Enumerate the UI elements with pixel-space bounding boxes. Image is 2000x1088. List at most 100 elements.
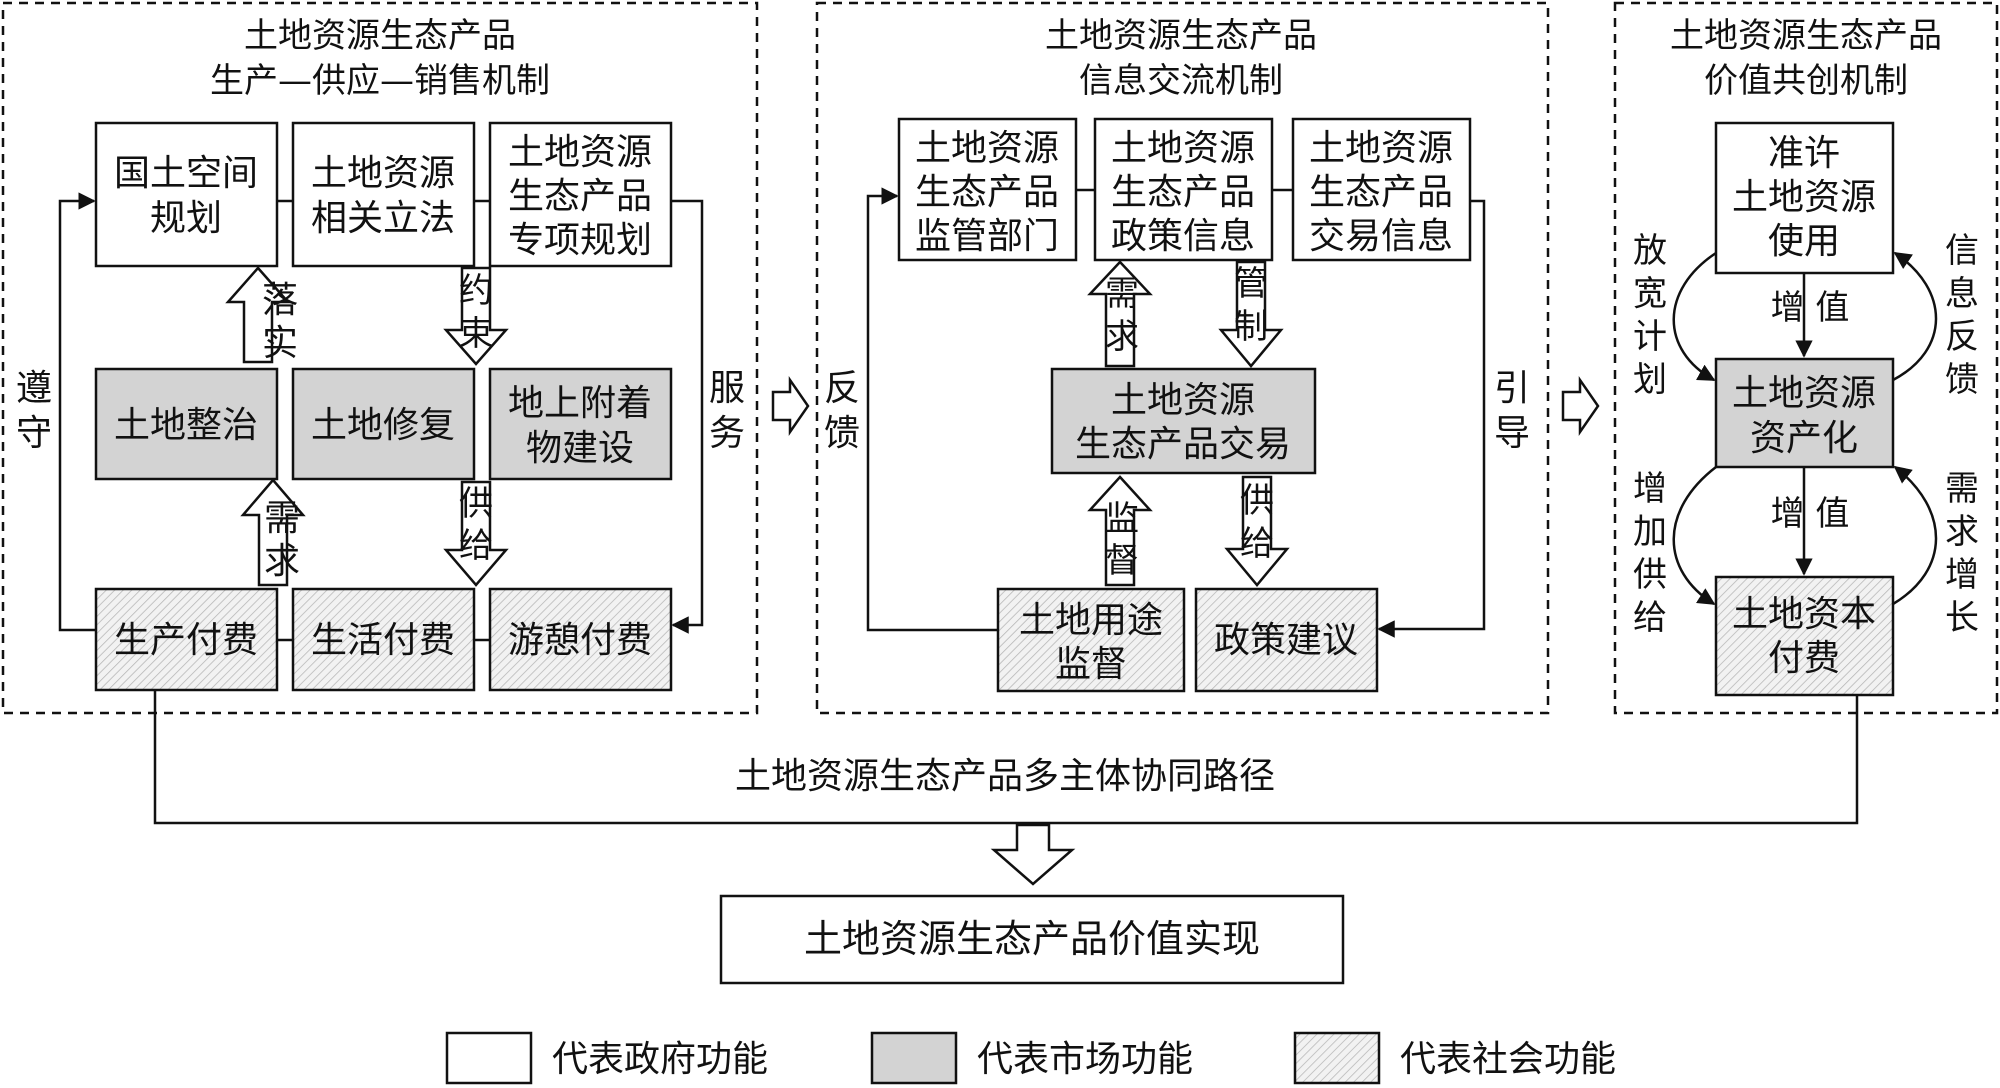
social-box-recreation-payment: 游憩付费: [488, 587, 673, 692]
legend-label: 代表社会功能: [1400, 1039, 1616, 1080]
increase-supply-label-char: 供: [1633, 555, 1667, 595]
box-line: 土地资源: [915, 128, 1059, 169]
value-panel-border: [1613, 1, 1999, 715]
box-line: 生态产品: [1111, 172, 1255, 213]
value-panel-title-line1: 土地资源生态产品: [1670, 16, 1942, 56]
box-line: 生态产品: [508, 176, 652, 217]
info-feedback-label-char: 息: [1945, 274, 1979, 314]
constrain-label-char: 束: [459, 314, 493, 354]
box-line: 物建设: [526, 428, 634, 469]
serve-label-char: 服: [709, 368, 745, 409]
info-box-policy-suggestion: 政策建议: [1194, 587, 1379, 693]
box-line: 土地资源: [508, 132, 652, 173]
relax-plan-label-char: 宽: [1633, 274, 1667, 314]
demand-growth-label-char: 求: [1945, 512, 1979, 552]
box-line: 游憩付费: [508, 620, 652, 661]
market-box-land-restoration: 土地修复: [291, 367, 476, 481]
legend-swatch-white: [445, 1031, 533, 1085]
regulate-hollow-arrow: [1218, 260, 1284, 368]
regulate-label-char: 管: [1234, 264, 1268, 304]
legend-label: 代表市场功能: [977, 1039, 1193, 1080]
supervise-hollow-arrow: [1087, 475, 1153, 587]
box-line: 土地资源: [1732, 177, 1876, 218]
panel-transition-arrow-1: [771, 375, 810, 437]
production-panel-title-line1: 土地资源生态产品: [244, 16, 516, 56]
feedback-label-char: 反: [824, 368, 860, 409]
value-box-capital-payment: 土地资本 付费: [1714, 575, 1895, 697]
constrain-hollow-arrow: [443, 266, 509, 366]
information-mechanism-panel: 土地资源生态产品 信息交流机制 土地资源 生态产品 监管部门 土地资源 生态产品…: [815, 1, 1550, 715]
demand-hollow-arrow: [1087, 260, 1153, 368]
feedback-arrow: [866, 187, 998, 632]
gov-box-legislation: 土地资源 相关立法: [291, 121, 476, 268]
legend-item-government: 代表政府功能: [445, 1031, 768, 1085]
supply-label-char: 给: [459, 526, 493, 566]
info-box-trading-info: 土地资源 生态产品 交易信息: [1291, 117, 1472, 262]
box-line: 监管部门: [915, 216, 1059, 257]
info-box-policy: 土地资源 生态产品 政策信息: [1093, 117, 1274, 262]
collaborative-path-bracket: [153, 690, 1859, 825]
increase-supply-label-char: 增: [1633, 469, 1667, 509]
legend-label: 代表政府功能: [552, 1039, 768, 1080]
box-line: 专项规划: [508, 220, 652, 261]
regulate-label-char: 制: [1234, 307, 1268, 347]
demand-label-char: 需: [1105, 274, 1139, 314]
info-box-regulator: 土地资源 生态产品 监管部门: [897, 117, 1078, 262]
information-panel-title-line2: 信息交流机制: [1079, 61, 1283, 101]
box-line: 土地资源: [1111, 380, 1255, 421]
demand-growth-label-char: 增: [1945, 555, 1979, 595]
supervise-label-char: 督: [1105, 541, 1139, 581]
supply-label-char: 给: [1240, 524, 1274, 564]
info-feedback-label-char: 馈: [1945, 360, 1979, 400]
value-mechanism-panel: 土地资源生态产品 价值共创机制 准许 土地资源 使用 土地资源 资产化 土地资本…: [1613, 1, 1999, 715]
value-box-permit-use: 准许 土地资源 使用: [1714, 121, 1895, 275]
box-line: 地上附着: [508, 383, 652, 424]
info-feedback-label-char: 反: [1945, 317, 1979, 357]
market-box-land-consolidation: 土地整治: [94, 367, 279, 481]
box-line: 生态产品交易: [1075, 424, 1291, 465]
appreciation-label-2: 增 值: [1771, 494, 1850, 534]
box-line: 生产付费: [114, 620, 258, 661]
demand-label-char: 求: [264, 541, 300, 582]
feedback-label-char: 馈: [824, 413, 860, 454]
value-box-assetization: 土地资源 资产化: [1714, 357, 1895, 469]
box-line: 政策建议: [1214, 620, 1358, 661]
box-line: 土地资源: [311, 153, 455, 194]
info-feedback-curve-arrow: [1892, 251, 1938, 382]
production-panel-border: [1, 1, 759, 715]
box-line: 政策信息: [1111, 216, 1255, 257]
info-box-trading: 土地资源 生态产品交易: [1050, 367, 1317, 475]
information-panel-title-line1: 土地资源生态产品: [1045, 16, 1317, 56]
relax-plan-curve-arrow: [1672, 251, 1717, 382]
increase-supply-label-char: 加: [1633, 512, 1667, 552]
demand-label-char: 需: [264, 498, 300, 539]
box-line: 监督: [1055, 644, 1127, 685]
box-line: 交易信息: [1309, 216, 1453, 257]
relax-plan-label-char: 划: [1633, 360, 1667, 400]
info-box-land-use-supervision: 土地用途 监督: [996, 587, 1186, 693]
implement-hollow-arrow: [225, 266, 291, 364]
supply-hollow-arrow: [1224, 475, 1290, 587]
relax-plan-label-char: 放: [1633, 231, 1667, 271]
relax-plan-label-char: 计: [1633, 317, 1667, 357]
box-line: 土地资源: [1732, 373, 1876, 414]
supply-hollow-arrow: [443, 480, 509, 587]
supply-label-char: 供: [459, 484, 493, 524]
increase-supply-label-char: 给: [1633, 598, 1667, 638]
result-hollow-arrow: [990, 823, 1076, 886]
supervise-label-char: 监: [1105, 499, 1139, 539]
box-line: 使用: [1768, 221, 1840, 262]
demand-label-char: 求: [1105, 317, 1139, 357]
value-realization-label: 土地资源生态产品价值实现: [804, 917, 1260, 961]
legend-item-market: 代表市场功能: [870, 1031, 1193, 1085]
legend-swatch-gray: [870, 1031, 958, 1085]
market-box-attachments: 地上附着 物建设: [488, 367, 673, 481]
production-panel-title-line2: 生产—供应—销售机制: [210, 61, 550, 101]
box-line: 规划: [150, 198, 222, 239]
supply-label-char: 供: [1240, 481, 1274, 521]
gov-box-special-planning: 土地资源 生态产品 专项规划: [488, 121, 673, 268]
box-line: 生活付费: [311, 620, 455, 661]
legend-swatch-hatched: [1293, 1031, 1381, 1085]
implement-label-char: 实: [262, 323, 298, 364]
